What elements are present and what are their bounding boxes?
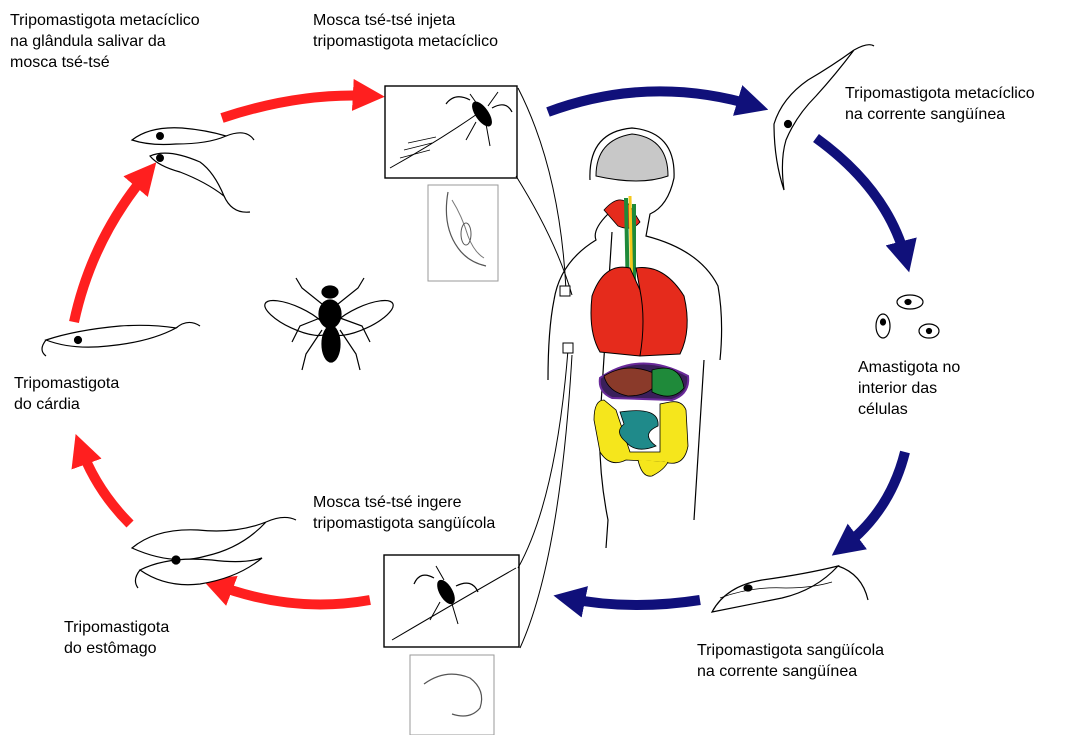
label-fly-ingests: Mosca tsé-tsé ingere tripomastigota sang…: [313, 492, 495, 534]
label-line: Tripomastigota metacíclico: [845, 83, 1035, 104]
label-line: tripomastigota metacíclico: [313, 31, 498, 52]
label-line: mosca tsé-tsé: [10, 52, 200, 73]
label-fly-injects: Mosca tsé-tsé injeta tripomastigota meta…: [313, 10, 498, 52]
amastigote-cells: [876, 295, 939, 338]
label-line: na corrente sangüínea: [845, 104, 1035, 125]
arrow-cardia-to-salivary: [74, 172, 148, 322]
arrow-injection-to-blood: [548, 91, 756, 112]
arrow-stomach-to-cardia: [80, 446, 130, 524]
tsetse-fly-illustration: [261, 278, 398, 370]
label-line: Tripomastigota: [14, 373, 119, 394]
proboscis-detail-bottom: [410, 655, 494, 735]
label-line: células: [858, 399, 960, 420]
inset-connector-lines: [516, 88, 572, 648]
fly-biting-inset-top: [385, 86, 517, 178]
arrow-bloodstream-to-ingestion: [566, 598, 700, 605]
arrow-cells-to-bloodstream: [842, 452, 905, 548]
label-line: do estômago: [64, 638, 169, 659]
parasite-cardia: [42, 322, 200, 356]
label-metacyclic-salivary: Tripomastigota metacíclico na glândula s…: [10, 10, 200, 73]
label-line: interior das: [858, 378, 960, 399]
label-bloodstream: Tripomastigota sangüícola na corrente sa…: [697, 640, 884, 682]
parasite-metacyclic-salivary: [132, 128, 254, 212]
label-line: do cárdia: [14, 394, 119, 415]
arrow-ingestion-to-stomach: [214, 584, 370, 604]
label-line: na glândula salivar da: [10, 31, 200, 52]
label-line: tripomastigota sangüícola: [313, 513, 495, 534]
label-stomach: Tripomastigota do estômago: [64, 617, 169, 659]
human-anatomy: [548, 128, 722, 548]
arrow-salivary-to-injection: [222, 95, 372, 118]
label-line: Tripomastigota metacíclico: [10, 10, 200, 31]
label-cardia: Tripomastigota do cárdia: [14, 373, 119, 415]
label-amastigote: Amastigota no interior das células: [858, 357, 960, 420]
arrow-blood-to-cells: [816, 138, 906, 260]
parasite-bloodstream: [712, 566, 868, 612]
label-line: na corrente sangüínea: [697, 661, 884, 682]
fly-feeding-inset-bottom: [384, 555, 519, 647]
label-line: Mosca tsé-tsé ingere: [313, 492, 495, 513]
parasite-stomach: [132, 517, 296, 588]
label-line: Amastigota no: [858, 357, 960, 378]
label-line: Tripomastigota sangüícola: [697, 640, 884, 661]
proboscis-detail-top: [428, 185, 498, 281]
label-line: Tripomastigota: [64, 617, 169, 638]
label-metacyclic-blood: Tripomastigota metacíclico na corrente s…: [845, 83, 1035, 125]
label-line: Mosca tsé-tsé injeta: [313, 10, 498, 31]
